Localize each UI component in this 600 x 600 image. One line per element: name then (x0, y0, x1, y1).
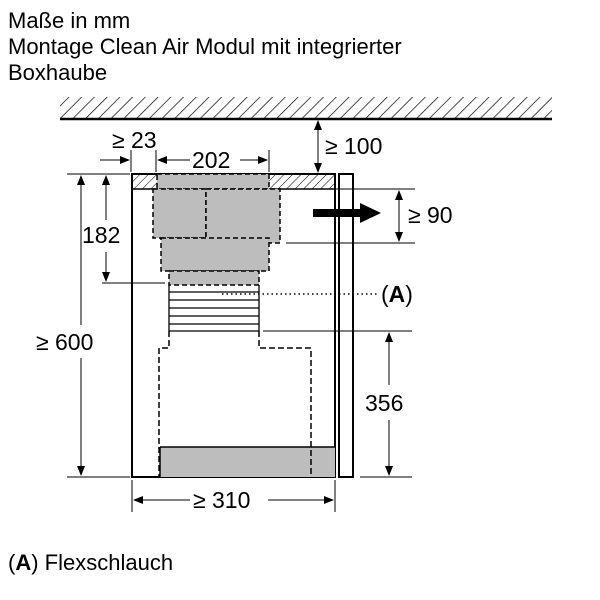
dim-side-gap: ≥ 23 (112, 127, 157, 153)
dim-lower-height: 356 (365, 390, 403, 416)
flex-hose (168, 285, 260, 332)
dim-duct-width: 202 (192, 147, 230, 173)
dim-ceiling-gap: ≥ 100 (325, 133, 382, 159)
dim-cabinet-width: ≥ 310 (193, 487, 250, 513)
title-description: Montage Clean Air Modul mit integrierter (8, 34, 402, 59)
dim-cabinet-height: ≥ 600 (36, 329, 93, 355)
title-units: Maße in mm (8, 8, 131, 33)
title-description-cont: Boxhaube (8, 60, 108, 85)
clean-air-module (152, 173, 335, 477)
ceiling (60, 97, 552, 121)
airflow-arrow-icon (313, 203, 381, 223)
legend-letter: A (15, 550, 32, 575)
box-hood-outline (158, 331, 312, 477)
dim-height-182: 182 (82, 222, 120, 248)
dim-outlet-gap: ≥ 90 (408, 202, 453, 228)
legend-item-a: (A) Flexschlauch (8, 550, 174, 575)
callout-a: (A) (381, 281, 413, 307)
cabinet-door (338, 173, 354, 478)
legend-text: Flexschlauch (44, 550, 174, 575)
